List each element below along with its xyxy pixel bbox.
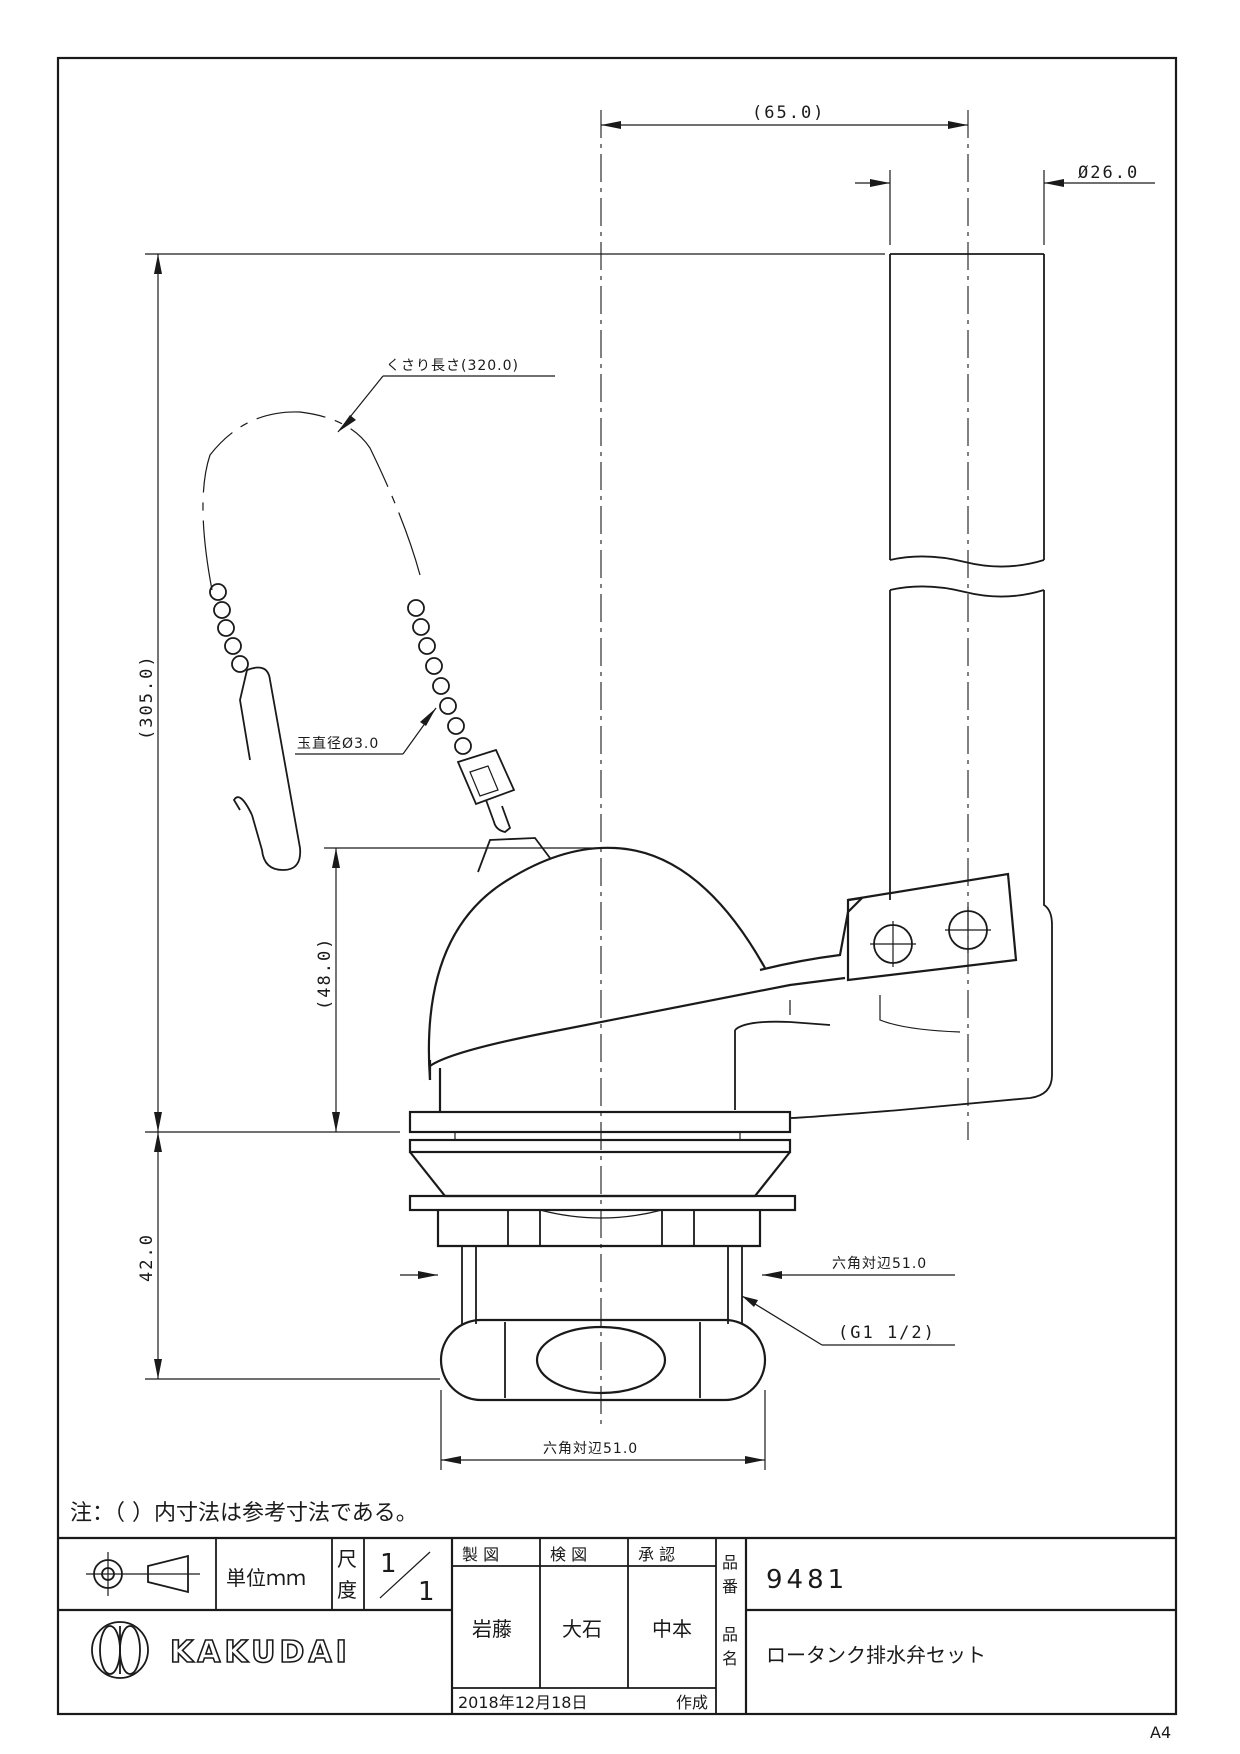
scale-slash [379,1551,431,1599]
flapper-valve [427,837,1018,1112]
dim-ball-diameter: 玉直径Ø3.0 [295,707,437,755]
hex-bottom-label: 六角対辺51.0 [543,1441,638,1457]
part-name-label-1: 品 [722,1625,738,1644]
kakudai-logo: KAKUDAI [91,1621,351,1679]
valve-body [408,1110,797,1402]
dim-42-label: 42.0 [137,1233,157,1282]
ball-diameter-label: 玉直径Ø3.0 [297,735,379,752]
thread-label: (G1 1/2) [838,1323,936,1343]
reference-dimension-note: 注：（ ）内寸法は参考寸法である。 [70,1501,418,1526]
part-name: ロータンク排水弁セット [766,1643,986,1667]
approved-label: 承 認 [638,1545,675,1564]
checked-label: 検 図 [550,1545,587,1564]
dim-305-label: (305.0) [137,654,157,740]
dim-26-label: Ø26.0 [1078,163,1139,183]
dim-height-48: (48.0) [315,847,610,1132]
overflow-pipe [789,253,1053,1119]
scale-denominator: 1 [418,1577,439,1607]
dim-width-65: (65.0) [601,103,968,129]
dim-hex-bottom: 六角対辺51.0 [440,1390,766,1470]
dim-48-label: (48.0) [315,937,335,1010]
drawing-date: 2018年12月18日 [458,1693,587,1712]
part-name-label-2: 名 [722,1649,738,1668]
drawn-label: 製 図 [462,1545,499,1564]
projection-symbol-icon [86,1552,200,1596]
scale-label-2: 度 [337,1578,357,1602]
sheet-size: A4 [1150,1723,1171,1742]
drawn-by: 岩藤 [472,1617,512,1641]
chain-length-label: くさり長さ(320.0) [386,358,519,374]
unit-label: 単位ｍｍ [226,1566,306,1590]
part-no-label-1: 品 [722,1553,738,1572]
approved-by: 中本 [652,1617,692,1641]
scale-numerator: 1 [380,1549,401,1579]
hex-top-label: 六角対辺51.0 [832,1256,927,1272]
company-name: KAKUDAI [170,1635,351,1670]
part-number: 9481 [766,1565,848,1595]
kakudai-emblem-icon [91,1621,149,1679]
dim-65-label: (65.0) [752,103,825,123]
created-label: 作成 [676,1693,708,1712]
ball-chain [202,411,516,871]
dim-thread: (G1 1/2) [741,1295,955,1346]
checked-by: 大石 [562,1617,602,1641]
part-no-label-2: 番 [722,1577,738,1596]
dim-height-305: (305.0) [137,253,885,1133]
scale-label-1: 尺 [337,1547,357,1571]
title-block [58,1536,1176,1714]
drawing-border [56,56,1178,1716]
dim-diameter-26: Ø26.0 [855,163,1155,245]
dim-hex-top: 六角対辺51.0 [400,1256,955,1279]
dim-chain-length: くさり長さ(320.0) [337,358,555,433]
dim-height-42: 42.0 [137,1132,440,1380]
